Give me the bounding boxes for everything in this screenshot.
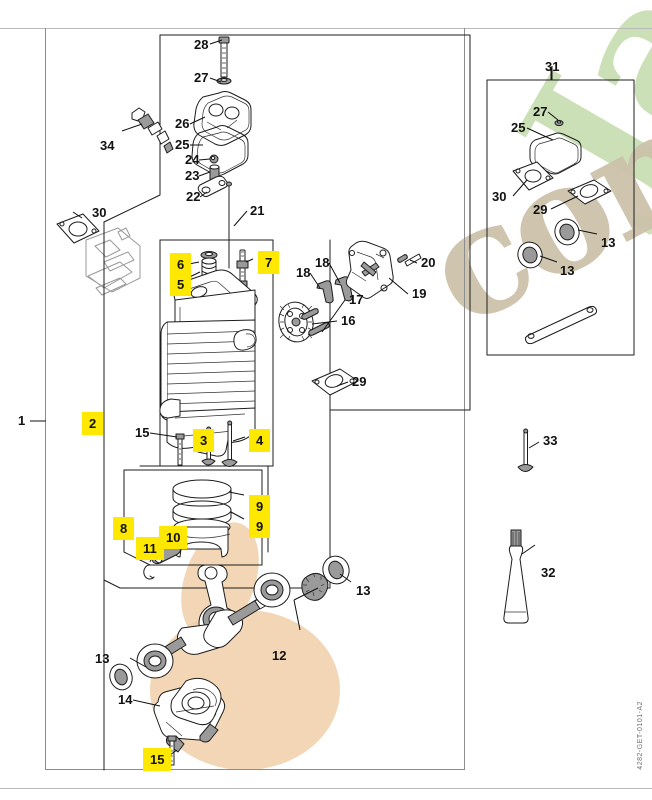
part-13-gear-small xyxy=(301,572,329,601)
callout-15-b[interactable]: 15 xyxy=(145,750,170,769)
callout-19[interactable]: 19 xyxy=(412,286,427,301)
part-13-seal-panel-b xyxy=(517,241,543,269)
callout-5[interactable]: 5 xyxy=(172,275,190,294)
callout-33[interactable]: 33 xyxy=(543,433,558,448)
callout-1[interactable]: 1 xyxy=(18,413,26,428)
part-15-bolt-cylinder xyxy=(175,433,185,466)
callout-18-b[interactable]: 18 xyxy=(315,255,330,270)
part-25-gasket-panel xyxy=(529,132,582,175)
callout-11[interactable]: 11 xyxy=(138,539,162,558)
part-13-seal-right xyxy=(322,555,350,585)
callout-25-a[interactable]: 25 xyxy=(175,137,190,152)
callout-8[interactable]: 8 xyxy=(115,519,133,538)
callout-18-a[interactable]: 18 xyxy=(296,265,311,280)
callout-17[interactable]: 17 xyxy=(349,292,364,307)
callout-30-b[interactable]: 30 xyxy=(492,189,507,204)
part-tool-strip-panel xyxy=(524,305,598,345)
part-29-gasket-panel xyxy=(567,179,612,205)
part-13-seal-panel-a xyxy=(554,218,580,246)
callout-30-a[interactable]: 30 xyxy=(92,205,107,220)
part-27-washer-panel xyxy=(554,119,564,127)
callout-15-a[interactable]: 15 xyxy=(135,425,150,440)
part-28-bolt xyxy=(218,36,230,78)
part-34-sparkplug xyxy=(131,107,174,154)
part-19-cover-plate xyxy=(345,240,394,299)
callout-34[interactable]: 34 xyxy=(100,138,115,153)
callout-12[interactable]: 12 xyxy=(272,648,287,663)
part-13-bearing-right xyxy=(253,572,291,608)
top-rule xyxy=(0,28,652,29)
callout-27-b[interactable]: 27 xyxy=(533,104,548,119)
callout-13-b[interactable]: 13 xyxy=(95,651,110,666)
callout-7[interactable]: 7 xyxy=(260,253,278,272)
drawing-code: 4282-GET-0101-A2 xyxy=(637,701,644,770)
part-4-valve xyxy=(221,420,238,467)
callout-22[interactable]: 22 xyxy=(186,189,201,204)
part-29-gasket-center xyxy=(311,368,359,396)
callout-9-b[interactable]: 9 xyxy=(251,517,269,536)
part-cylinder-assembly xyxy=(159,269,258,457)
part-21-pushrod xyxy=(226,181,232,269)
callout-3[interactable]: 3 xyxy=(195,431,213,450)
callout-10[interactable]: 10 xyxy=(161,528,186,547)
part-13-seal-left xyxy=(109,663,133,691)
part-30-gasket-left xyxy=(56,213,100,244)
part-26-rocker-cover xyxy=(193,91,252,146)
part-32-sealant-tube xyxy=(503,529,529,624)
bottom-rule xyxy=(0,788,652,789)
callout-14[interactable]: 14 xyxy=(118,692,133,707)
part-33-valve xyxy=(517,428,534,472)
part-22-rocker-arm xyxy=(197,175,229,198)
callout-20[interactable]: 20 xyxy=(421,255,436,270)
callout-23[interactable]: 23 xyxy=(185,168,200,183)
callout-29-b[interactable]: 29 xyxy=(533,202,548,217)
callout-13-c[interactable]: 13 xyxy=(601,235,616,250)
callout-16[interactable]: 16 xyxy=(341,313,356,328)
assembly-box-1 xyxy=(45,28,465,770)
callout-24[interactable]: 24 xyxy=(185,152,200,167)
part-13-bearing-left xyxy=(136,643,174,679)
part-8-piston xyxy=(173,518,231,558)
callout-6[interactable]: 6 xyxy=(172,255,190,274)
callout-31[interactable]: 31 xyxy=(545,59,560,74)
callout-25-b[interactable]: 25 xyxy=(511,120,526,135)
part-6-retainer xyxy=(200,251,218,259)
callout-9-a[interactable]: 9 xyxy=(251,497,269,516)
callout-13-a[interactable]: 13 xyxy=(356,583,371,598)
callout-32[interactable]: 32 xyxy=(541,565,556,580)
callout-28[interactable]: 28 xyxy=(194,37,209,52)
callout-4[interactable]: 4 xyxy=(251,431,269,450)
part-25-cover-gasket xyxy=(191,125,249,176)
part-carburetor-ghost xyxy=(85,227,141,296)
callout-21[interactable]: 21 xyxy=(250,203,265,218)
callout-27-a[interactable]: 27 xyxy=(194,70,209,85)
callout-29-a[interactable]: 29 xyxy=(352,374,367,389)
callout-2[interactable]: 2 xyxy=(84,414,102,433)
callout-26[interactable]: 26 xyxy=(175,116,190,131)
part-11-circlip xyxy=(143,564,155,580)
part-14-crankcase xyxy=(153,677,226,753)
callout-13-d[interactable]: 13 xyxy=(560,263,575,278)
part-20-bolt xyxy=(397,253,422,267)
